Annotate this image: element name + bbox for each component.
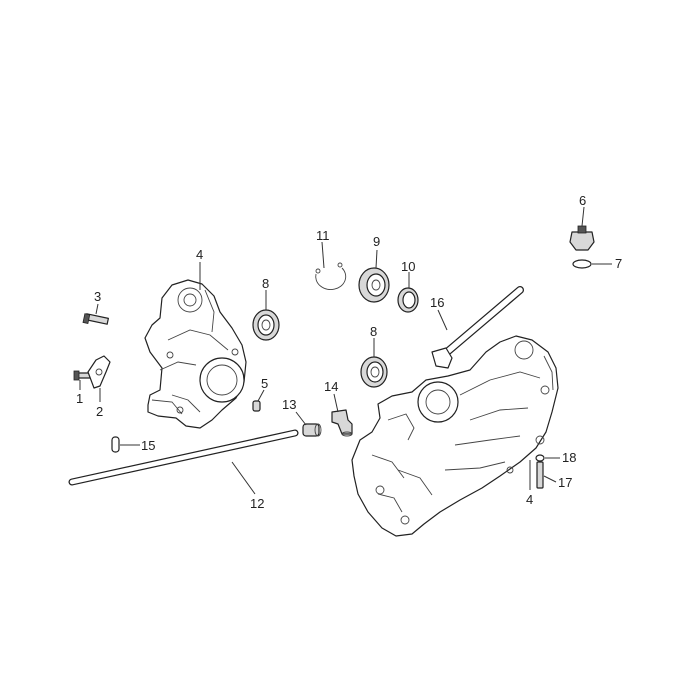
callout-15: 15 bbox=[141, 438, 155, 453]
callout-2: 2 bbox=[96, 404, 103, 419]
part-14-elbow-fitting bbox=[331, 409, 353, 437]
part-7-o-ring bbox=[572, 259, 592, 269]
callout-10: 10 bbox=[401, 259, 415, 274]
part-5-dowel-pin bbox=[252, 400, 261, 412]
callout-5: 5 bbox=[261, 376, 268, 391]
part-17-stud bbox=[536, 461, 544, 489]
part-15-pin bbox=[111, 436, 120, 453]
part-8-bearing-center bbox=[360, 356, 388, 388]
callout-1: 1 bbox=[76, 391, 83, 406]
leader-lines bbox=[79, 206, 612, 495]
part-3-bolt bbox=[82, 313, 109, 325]
callout-4-left: 4 bbox=[196, 247, 203, 262]
callout-14: 14 bbox=[324, 379, 338, 394]
callout-9: 9 bbox=[373, 234, 380, 249]
callout-7: 7 bbox=[615, 256, 622, 271]
part-9-bearing bbox=[358, 267, 390, 303]
part-18-washer bbox=[535, 454, 545, 462]
right-crankcase-half bbox=[351, 335, 559, 537]
callout-6: 6 bbox=[579, 193, 586, 208]
callout-4-right: 4 bbox=[526, 492, 533, 507]
callout-16: 16 bbox=[430, 295, 444, 310]
callout-labels: 4 3 1 2 5 8 11 9 10 8 13 14 15 12 16 6 7… bbox=[76, 193, 622, 511]
part-12-hose bbox=[68, 429, 299, 486]
part-16-tube bbox=[431, 286, 524, 369]
callout-3: 3 bbox=[94, 289, 101, 304]
callout-8-left: 8 bbox=[262, 276, 269, 291]
part-10-oil-seal bbox=[397, 287, 419, 313]
part-13-fitting bbox=[302, 423, 322, 437]
callout-13: 13 bbox=[282, 397, 296, 412]
part-6-plug bbox=[569, 225, 595, 251]
callout-8-center: 8 bbox=[370, 324, 377, 339]
callout-17: 17 bbox=[558, 475, 572, 490]
part-8-bearing-left bbox=[252, 309, 280, 341]
callout-18: 18 bbox=[562, 450, 576, 465]
callout-11: 11 bbox=[316, 228, 330, 243]
callout-12: 12 bbox=[250, 496, 264, 511]
part-11-circlip bbox=[315, 262, 347, 290]
left-crankcase-half bbox=[144, 279, 247, 429]
part-2-shift-fork bbox=[87, 355, 111, 389]
